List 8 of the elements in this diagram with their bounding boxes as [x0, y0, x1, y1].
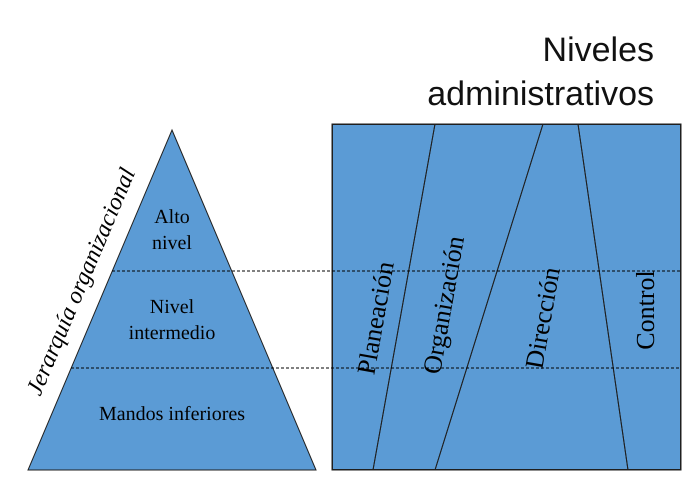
function-label: Dirección: [518, 264, 567, 372]
function-label: Planeación: [350, 258, 401, 378]
level-label: Mandos inferiores: [98, 402, 246, 427]
function-label: Organización: [416, 233, 471, 377]
title: Niveles administrativos: [426, 30, 654, 115]
level-label: Nivel intermedio: [128, 296, 216, 346]
level-label: Alto nivel: [151, 205, 193, 256]
function-label: Control: [630, 270, 662, 350]
